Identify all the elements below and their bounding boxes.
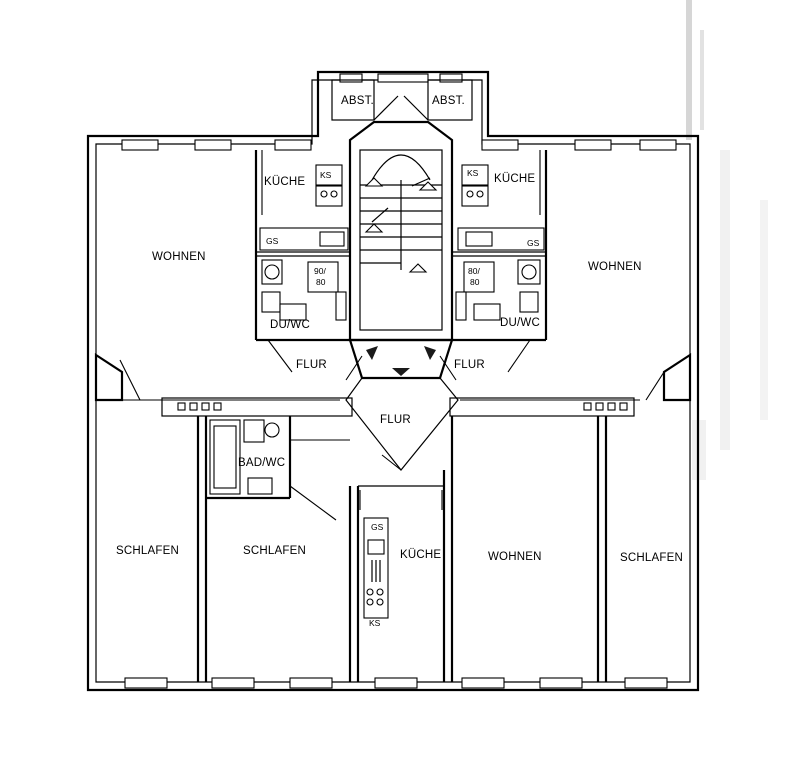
center-kitchen-fixtures xyxy=(363,517,389,619)
left-kitchen-fixtures xyxy=(259,164,349,251)
right-apartment xyxy=(452,150,692,402)
gs-center-label: GS xyxy=(371,522,384,532)
left-apartment xyxy=(94,150,350,402)
duwc-left-label: DU/WC xyxy=(270,319,310,331)
badwc-label: BAD/WC xyxy=(238,457,285,469)
gs-left-label: GS xyxy=(266,236,279,246)
kueche-center-label: KÜCHE xyxy=(400,549,441,561)
duwc-right-label: DU/WC xyxy=(500,317,540,329)
right-kitchen-fixtures xyxy=(457,164,545,251)
abst-left-label: ABST. xyxy=(341,95,374,107)
ks-right-label: KS xyxy=(467,168,479,178)
wohnen-right-label: WOHNEN xyxy=(588,261,642,273)
flur-left-label: FLUR xyxy=(296,359,327,371)
shower-right-label-b: 80 xyxy=(470,277,480,287)
bottom-walls xyxy=(196,416,608,682)
wohnen-center-label: WOHNEN xyxy=(488,551,542,563)
shower-right-label-a: 80/ xyxy=(468,266,480,276)
staircase xyxy=(348,120,454,342)
bad-wc-fixtures xyxy=(209,419,280,495)
abst-right-label: ABST. xyxy=(432,95,465,107)
flur-center-label: FLUR xyxy=(380,414,411,426)
abstellraum-block xyxy=(331,79,473,121)
windows-bottom xyxy=(124,677,668,689)
windows-top xyxy=(121,73,677,151)
shower-left-label-a: 90/ xyxy=(314,266,326,276)
schlafen-left-label: SCHLAFEN xyxy=(116,545,179,557)
flur-right-label: FLUR xyxy=(454,359,485,371)
ks-left-label: KS xyxy=(320,170,332,180)
landing xyxy=(345,338,459,471)
right-bath-fixtures xyxy=(455,259,541,321)
kueche-right-label: KÜCHE xyxy=(494,173,535,185)
schlafen-center-label: SCHLAFEN xyxy=(243,545,306,557)
shower-left-label-b: 80 xyxy=(316,277,326,287)
room-labels: ABST. ABST. KÜCHE KÜCHE KÜCHE KS KS KS G… xyxy=(116,95,683,628)
mid-wall-strip xyxy=(161,397,635,417)
kueche-left-label: KÜCHE xyxy=(264,176,305,188)
ks-center-label: KS xyxy=(369,618,381,628)
schlafen-right-label: SCHLAFEN xyxy=(620,552,683,564)
gs-right-label: GS xyxy=(527,238,540,248)
wohnen-left-label: WOHNEN xyxy=(152,251,206,263)
left-bath-fixtures xyxy=(261,259,347,321)
